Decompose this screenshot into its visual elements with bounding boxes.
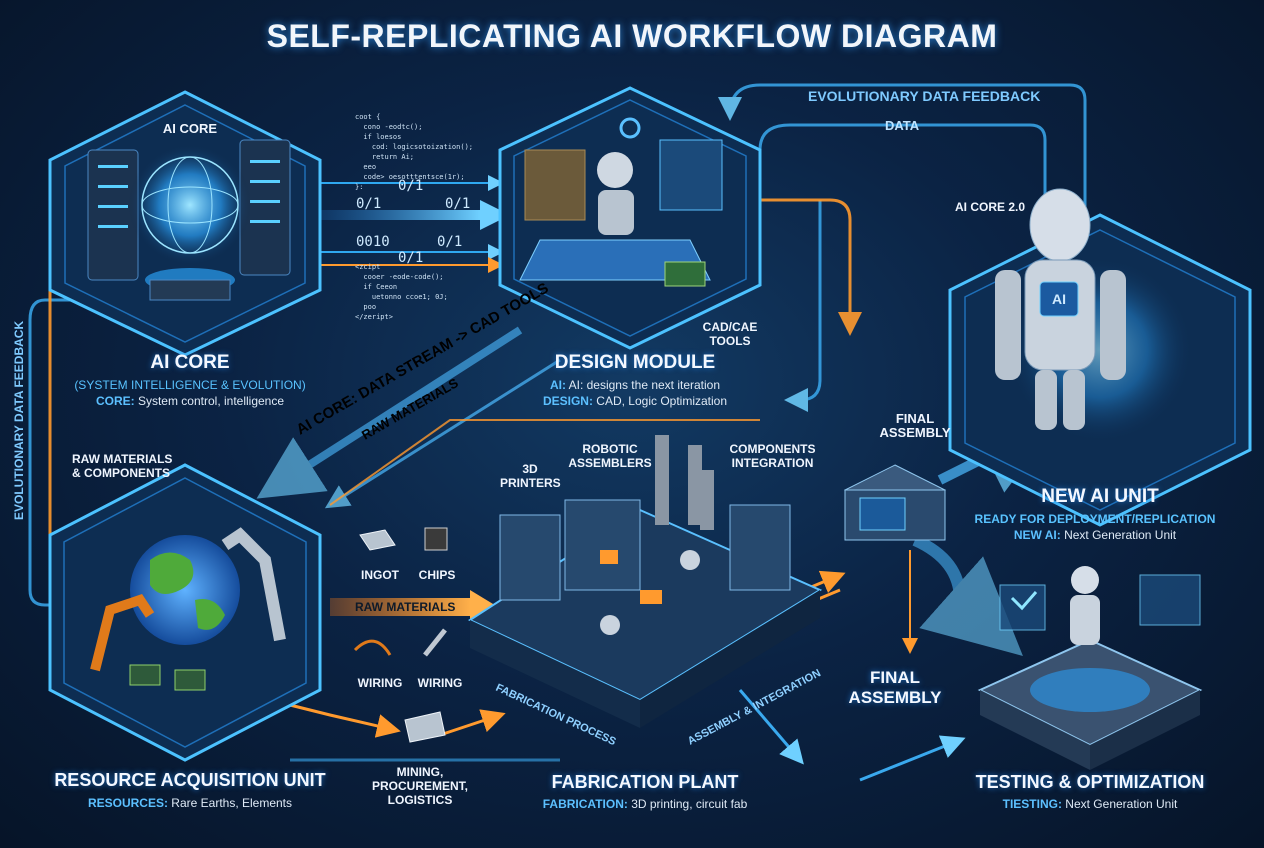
ingot-label: INGOT [355, 568, 405, 582]
new-ai-desc: NEW AI: Next Generation Unit [960, 528, 1230, 542]
new-ai-hex [950, 189, 1250, 525]
ai-core-title: AI CORE [70, 352, 310, 374]
wiring-label-1: WIRING [350, 676, 410, 690]
cad-cae-callout: CAD/CAE TOOLS [690, 320, 770, 348]
final-assembly-box [845, 465, 945, 540]
raw-materials-arrow-label: RAW MATERIALS [355, 600, 455, 614]
ai-core-subtitle: (SYSTEM INTELLIGENCE & EVOLUTION) [60, 378, 320, 392]
new-ai-unit-title: NEW AI UNIT [1000, 486, 1200, 508]
top-feedback-label: EVOLUTIONARY DATA FEEDBACK [808, 88, 1040, 104]
bit-label-6: 0/1 [398, 250, 423, 266]
design-module-title: DESIGN MODULE [520, 352, 750, 374]
bit-label-4: 0010 [356, 234, 390, 250]
ai-core-inner-label: AI CORE [160, 122, 220, 136]
left-feedback-label: EVOLUTIONARY DATA FEEDBACK [12, 321, 26, 520]
bit-label-5: 0/1 [437, 234, 462, 250]
printers-label: 3D PRINTERS [500, 462, 560, 490]
testing-desc: TIESTING: Next Generation Unit [950, 797, 1230, 811]
design-line-1: AI: AI: designs the next iteration [520, 378, 750, 392]
robotic-assemblers-label: ROBOTIC ASSEMBLERS [560, 442, 660, 470]
testing-title: TESTING & OPTIMIZATION [950, 772, 1230, 793]
fabrication-title: FABRICATION PLANT [530, 772, 760, 793]
raw-materials-callout: RAW MATERIALS & COMPONENTS [72, 452, 192, 480]
page-title: SELF-REPLICATING AI WORKFLOW DIAGRAM [0, 18, 1264, 55]
code-snippet-bottom: <zcipt cooer -eode-code(); if Ceeon ueto… [355, 262, 448, 322]
design-hex [500, 88, 760, 348]
design-line-2: DESIGN: CAD, Logic Optimization [520, 394, 750, 408]
bottom-flow [270, 700, 500, 735]
resource-desc: RESOURCES: Rare Earths, Elements [30, 796, 350, 810]
ai-chest-badge: AI [1040, 292, 1078, 306]
wiring-label-2: WIRING [410, 676, 470, 690]
ai-core-2-label: AI CORE 2.0 [950, 200, 1030, 214]
mining-label: MINING, PROCUREMENT, LOGISTICS [370, 765, 470, 807]
components-integration-label: COMPONENTS INTEGRATION [720, 442, 825, 470]
chips-label: CHIPS [412, 568, 462, 582]
ai-core-desc: CORE: System control, intelligence [60, 394, 320, 408]
material-icons [355, 528, 447, 742]
data-label: DATA [885, 118, 919, 133]
testing-platform [980, 566, 1200, 770]
bit-label-3: 0/1 [445, 196, 470, 212]
new-ai-ready-line: READY FOR DEPLOYMENT/REPLICATION [960, 512, 1230, 526]
final-assembly-mid-label: FINAL ASSEMBLY [835, 668, 955, 708]
resource-title: RESOURCE ACQUISITION UNIT [30, 770, 350, 791]
final-assembly-top-label: FINAL ASSEMBLY [870, 412, 960, 440]
bit-label-1: 0/1 [398, 178, 423, 194]
resource-hex [50, 465, 320, 760]
fabrication-desc: FABRICATION: 3D printing, circuit fab [520, 797, 770, 811]
bit-label-2: 0/1 [356, 196, 381, 212]
